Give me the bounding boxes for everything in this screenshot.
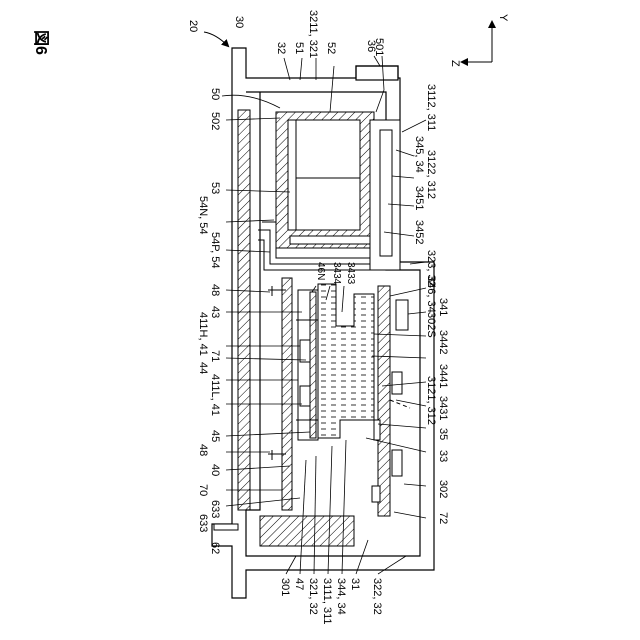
axis-y-label: Y xyxy=(497,14,509,22)
ref-label-344-34: 344, 34 xyxy=(335,578,347,615)
ref-label-633: 633 xyxy=(197,514,209,532)
ref-label-43: 43 xyxy=(209,306,221,318)
left-labels: 50 502 53 54N, 54 54P, 54 48 43 411H, 41… xyxy=(197,88,221,554)
ref-label-411h-41: 411H, 41 xyxy=(197,312,209,356)
right-labels: 3112, 311 345, 34 3122, 312 3451 3452 32… xyxy=(413,84,449,524)
ref-label-301: 301 xyxy=(279,578,291,596)
ref-label-33: 33 xyxy=(437,450,449,462)
ref-label-3442: 3442 xyxy=(437,330,449,354)
ref-label-50: 50 xyxy=(209,88,221,100)
ref-label-47: 47 xyxy=(293,578,305,590)
ref-label-72: 72 xyxy=(437,512,449,524)
board-70 xyxy=(238,110,250,510)
ref-label-53: 53 xyxy=(209,182,221,194)
ref-label-321-32: 321, 32 xyxy=(307,578,319,615)
ref-label-31: 31 xyxy=(349,578,361,590)
assembly-ref: 20 xyxy=(187,20,228,46)
ref-label-3111-311: 3111, 311 xyxy=(321,578,333,625)
ref-label-45: 45 xyxy=(209,430,221,442)
ref-label-54p-54: 54P, 54 xyxy=(209,232,221,269)
ref-label-502: 502 xyxy=(209,112,221,130)
ref-label-3112-311: 3112, 311 xyxy=(425,84,437,131)
ref-label-322-32: 322, 32 xyxy=(371,578,383,615)
coolant-channel xyxy=(318,284,374,438)
ref-label-411l-41: 411L, 41 xyxy=(209,374,221,416)
ref-label-40: 40 xyxy=(209,464,221,476)
ref-label-70: 70 xyxy=(197,484,209,496)
ref-label-54n-54: 54N, 54 xyxy=(197,196,209,235)
label-3211: 3211, 321 xyxy=(307,10,319,58)
ref-label-3441: 3441 xyxy=(437,364,449,388)
ref-label-35: 35 xyxy=(437,428,449,440)
ref-label-345-34: 345, 34 xyxy=(413,136,425,173)
tab-633 xyxy=(214,524,238,530)
top-labels: 30 32 51 3211, 321 52 36 501 xyxy=(233,10,385,58)
ref-label-62: 62 xyxy=(209,542,221,554)
ref-label-3121-312: 3121, 312 xyxy=(425,376,437,425)
ref-label-3122-312: 3122, 312 xyxy=(425,150,437,199)
cooler xyxy=(370,120,408,516)
ref-label-48: 48 xyxy=(209,284,221,296)
axis-indicator: Y Z xyxy=(449,14,509,67)
ref-label-633: 633 xyxy=(209,500,221,518)
semiconductor-stack xyxy=(296,290,318,440)
ref-label-3451: 3451 xyxy=(413,186,425,210)
figure-title: 図6 xyxy=(32,30,50,55)
ref-label-3434: 3434 xyxy=(331,262,342,285)
ref-label-48: 48 xyxy=(197,444,209,456)
bottom-labels: 301 47 321, 32 3111, 311 344, 34 31 322,… xyxy=(279,578,383,625)
ref-label-3433: 3433 xyxy=(345,262,356,285)
label-51: 51 xyxy=(293,42,305,54)
board-40 xyxy=(282,278,292,510)
block-62 xyxy=(260,516,354,546)
label-32: 32 xyxy=(275,42,287,54)
capacitor-module xyxy=(276,112,374,248)
label-52: 52 xyxy=(325,42,337,54)
label-501: 501 xyxy=(373,38,385,56)
ref-label-71: 71 xyxy=(209,350,221,362)
ref-label-20: 20 xyxy=(187,20,199,32)
ref-label-46n: 46N xyxy=(315,262,326,280)
ref-label-44: 44 xyxy=(197,362,209,374)
label-30: 30 xyxy=(233,16,245,28)
ref-label-3431: 3431 xyxy=(437,396,449,420)
inner-labels: 46N 3434 3433 xyxy=(315,262,356,285)
axis-z-label: Z xyxy=(449,60,461,67)
ref-label-302: 302 xyxy=(437,480,449,498)
ref-label-341: 341 xyxy=(437,298,449,316)
ref-label-3452: 3452 xyxy=(413,220,425,244)
ref-label-302s: 302S xyxy=(425,312,437,338)
ref-label-346-34: 346, 34 xyxy=(425,276,437,313)
